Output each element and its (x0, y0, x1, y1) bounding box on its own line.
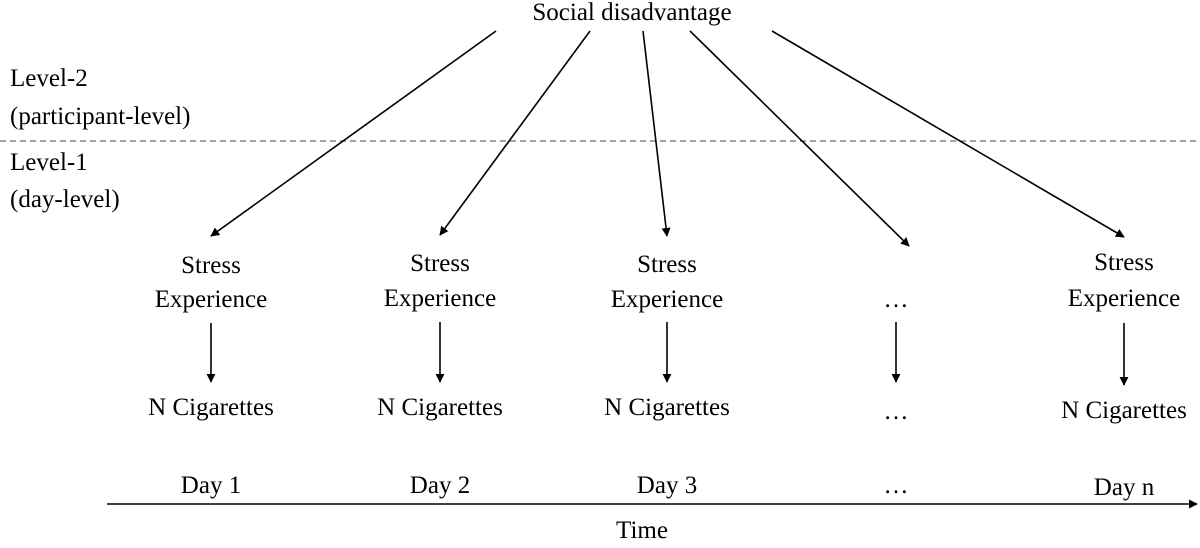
ellipsis-day: … (883, 472, 909, 499)
stress-node-day1-line1: Stress (181, 252, 241, 279)
ellipsis-cigarettes: … (883, 398, 909, 425)
stress-node-day3-line1: Stress (637, 251, 697, 278)
cigarettes-node-day1: N Cigarettes (148, 394, 274, 421)
arrow-social-to-day1 (210, 30, 497, 237)
arrow-social-to-day3 (642, 30, 671, 237)
time-axis-label: Time (616, 517, 668, 544)
day3-label: Day 3 (636, 472, 698, 499)
cigarettes-node-day2: N Cigarettes (377, 394, 503, 421)
day1-label: Day 1 (180, 472, 242, 499)
dayn-label: Day n (1093, 474, 1155, 501)
day2-label: Day 2 (409, 472, 471, 499)
arrow-social-to-dayn (771, 30, 1125, 238)
level1-detail: (day-level) (10, 186, 120, 213)
stress-node-day2-line2: Experience (383, 285, 497, 312)
arrow-social-to-day2 (439, 30, 591, 236)
level2-detail: (participant-level) (10, 103, 191, 130)
stress-node-day3-line2: Experience (610, 286, 724, 313)
cigarettes-node-day3: N Cigarettes (604, 394, 730, 421)
stress-node-day1-line2: Experience (154, 286, 268, 313)
stress-node-dayn-line1: Stress (1094, 249, 1154, 276)
arrow-social-to-dayx (689, 30, 910, 247)
cigarettes-node-dayn: N Cigarettes (1061, 397, 1187, 424)
social-disadvantage-node: Social disadvantage (532, 0, 732, 26)
ellipsis-stress: … (883, 286, 909, 313)
stress-node-dayn-line2: Experience (1067, 285, 1181, 312)
level1-label: Level-1 (10, 149, 88, 176)
level2-label: Level-2 (10, 65, 88, 92)
stress-node-day2-line1: Stress (410, 250, 470, 277)
